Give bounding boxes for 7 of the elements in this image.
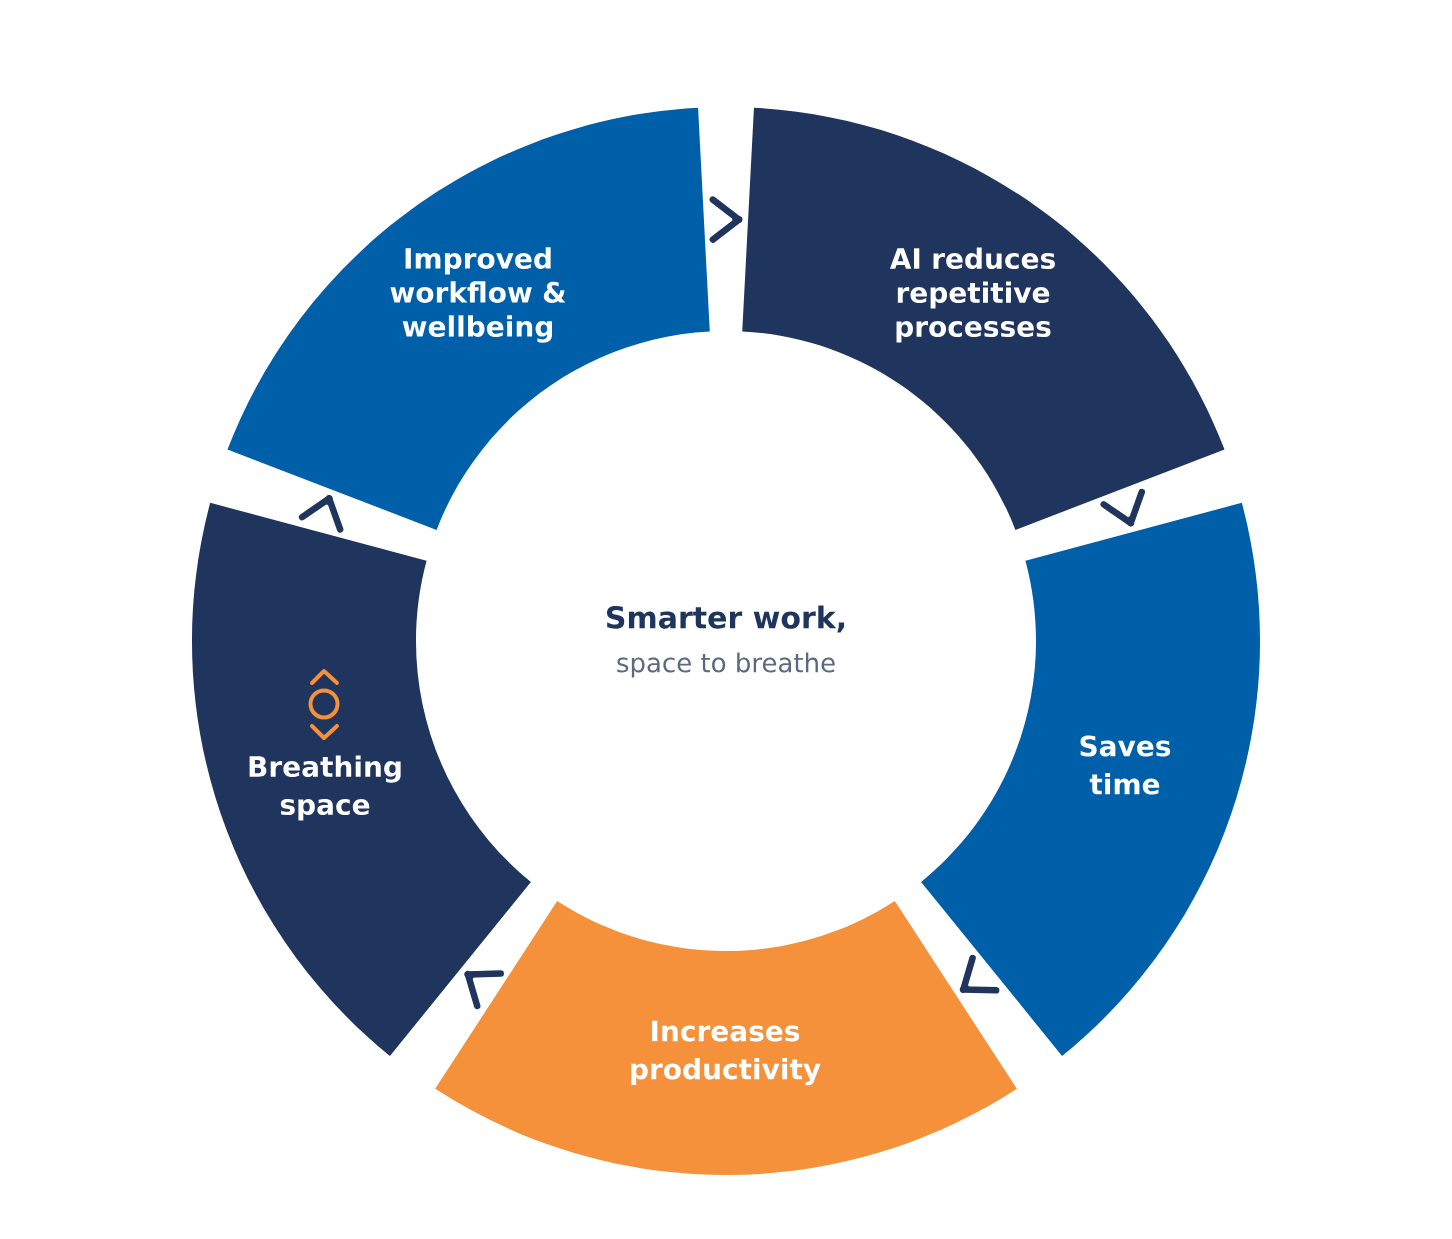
ring-segment: Saves time xyxy=(921,502,1260,1056)
ring-segment: Breathing space xyxy=(192,502,531,1056)
ring-segment: AI reduces repetitive processes xyxy=(742,107,1225,530)
ring-segment: Improved workflow & wellbeing xyxy=(227,107,710,530)
subheading: space to breathe xyxy=(617,652,835,678)
heading: Smarter work, xyxy=(607,605,845,633)
ring-segment: Increases productivity xyxy=(435,900,1017,1175)
